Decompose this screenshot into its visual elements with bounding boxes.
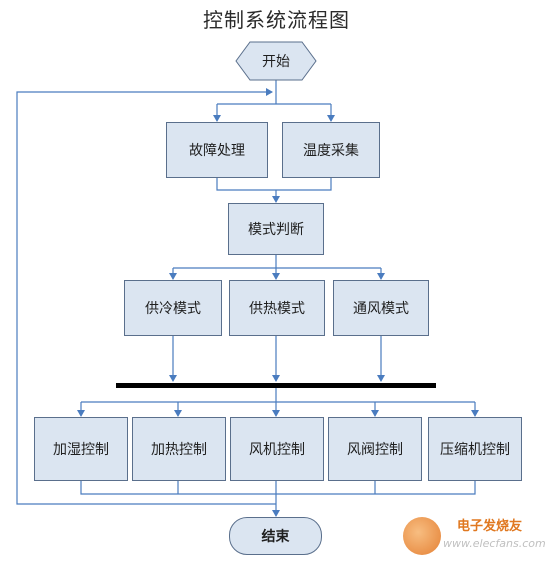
temperature-collection-node: 温度采集 bbox=[282, 122, 380, 178]
damper-control-node: 风阀控制 bbox=[328, 417, 422, 481]
loop-back-line bbox=[16, 88, 276, 505]
heating-mode-node: 供热模式 bbox=[229, 280, 325, 336]
diagram-title: 控制系统流程图 bbox=[203, 8, 350, 32]
humidification-control-node: 加湿控制 bbox=[34, 417, 128, 481]
watermark: 电子发烧友 www.elecfans.com bbox=[395, 511, 546, 559]
watermark-logo-icon bbox=[403, 517, 441, 555]
fault-handling-node: 故障处理 bbox=[166, 122, 268, 178]
watermark-brand: 电子发烧友 bbox=[457, 519, 523, 534]
end-node: 结束 bbox=[229, 517, 322, 555]
cooling-mode-node: 供冷模式 bbox=[124, 280, 222, 336]
fan-control-node: 风机控制 bbox=[230, 417, 324, 481]
watermark-url: www.elecfans.com bbox=[443, 537, 546, 550]
sync-bar bbox=[116, 383, 436, 388]
heating-control-node: 加热控制 bbox=[132, 417, 226, 481]
mode-judgment-node: 模式判断 bbox=[228, 203, 324, 255]
start-hexagon bbox=[235, 41, 317, 81]
ventilation-mode-node: 通风模式 bbox=[333, 280, 429, 336]
compressor-control-node: 压缩机控制 bbox=[428, 417, 522, 481]
start-node: 开始 bbox=[262, 54, 290, 70]
